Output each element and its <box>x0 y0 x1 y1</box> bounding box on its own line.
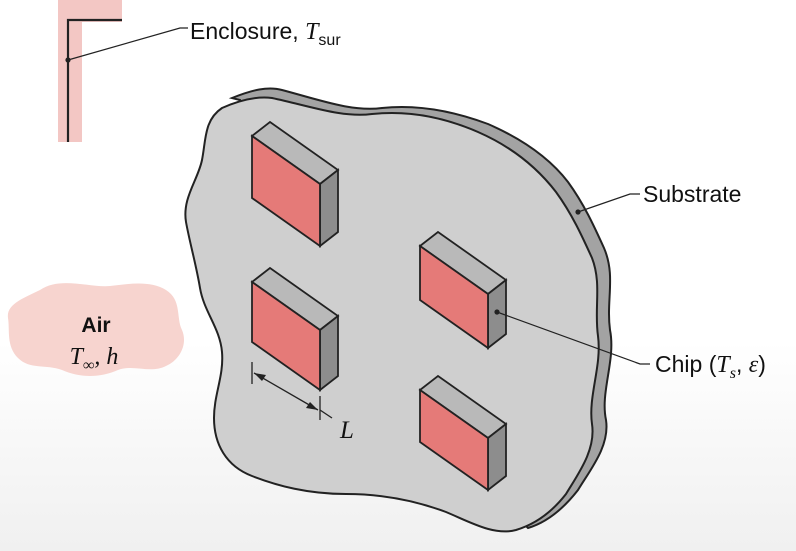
chip-top-left <box>250 120 340 248</box>
dimension-l <box>251 362 333 420</box>
chip-label: Chip (Ts, ε) <box>655 351 766 382</box>
chip-bottom-left <box>250 266 340 392</box>
air-title: Air <box>81 314 110 337</box>
enclosure-label: Enclosure, Tsur <box>190 18 341 49</box>
enclosure-leader <box>65 27 188 63</box>
air-params: T∞, h <box>70 344 119 374</box>
chip-leader <box>494 309 650 365</box>
air-cloud <box>7 283 185 376</box>
chip-right-bottom <box>418 374 508 492</box>
chip-right-middle <box>418 230 508 350</box>
enclosure-wall <box>58 0 122 142</box>
substrate-label: Substrate <box>643 181 741 207</box>
substrate-leader <box>575 193 640 215</box>
dimension-l-label: L <box>339 417 354 444</box>
